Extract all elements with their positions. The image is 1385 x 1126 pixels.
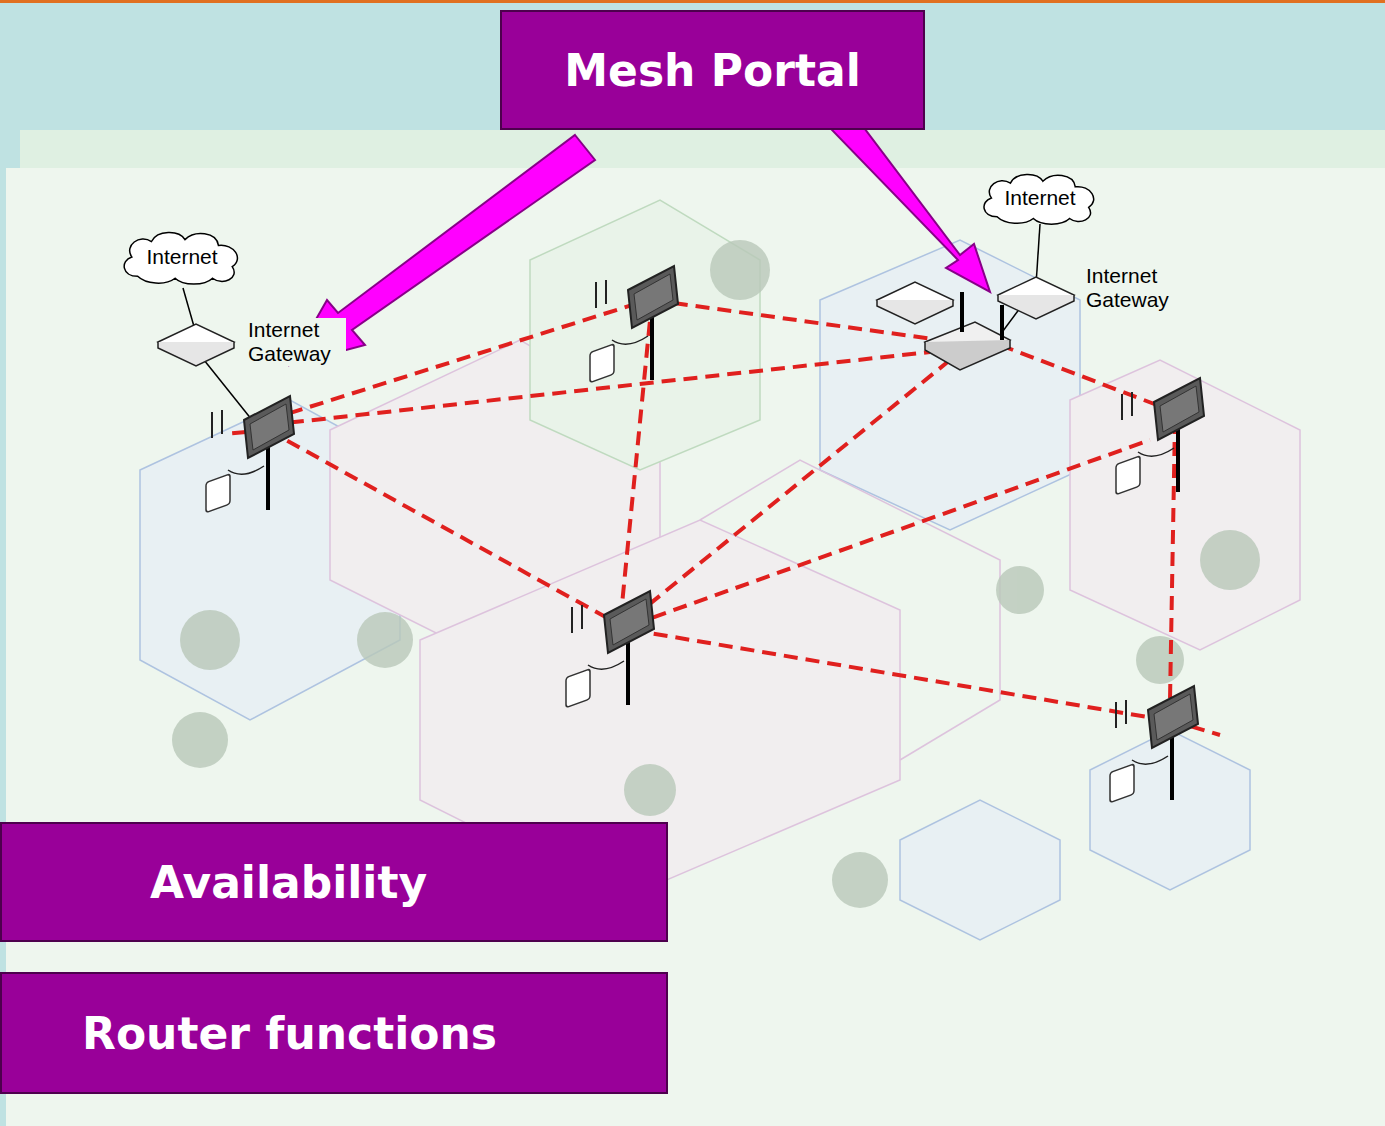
label-box: Mesh Portal [500,10,925,130]
box-title: Router functions [82,1008,497,1059]
mesh-router [925,292,1010,370]
gateway-wires [183,224,1040,420]
trees [172,240,1260,908]
box-title: Availability [150,857,427,908]
label-box: Router functions [0,972,668,1094]
cloud-label: Internet [146,245,217,269]
cloud-shape: Internet [118,228,246,286]
mesh-links [225,300,1220,735]
device-label: Internet Gateway [246,318,346,366]
cloud-label: Internet [1004,186,1075,210]
portal-arrows [290,112,990,365]
box-title: Mesh Portal [564,45,860,96]
device-label: Internet Gateway [1084,264,1184,312]
label-box: Availability [0,822,668,942]
cloud-shape: Internet [978,170,1102,226]
